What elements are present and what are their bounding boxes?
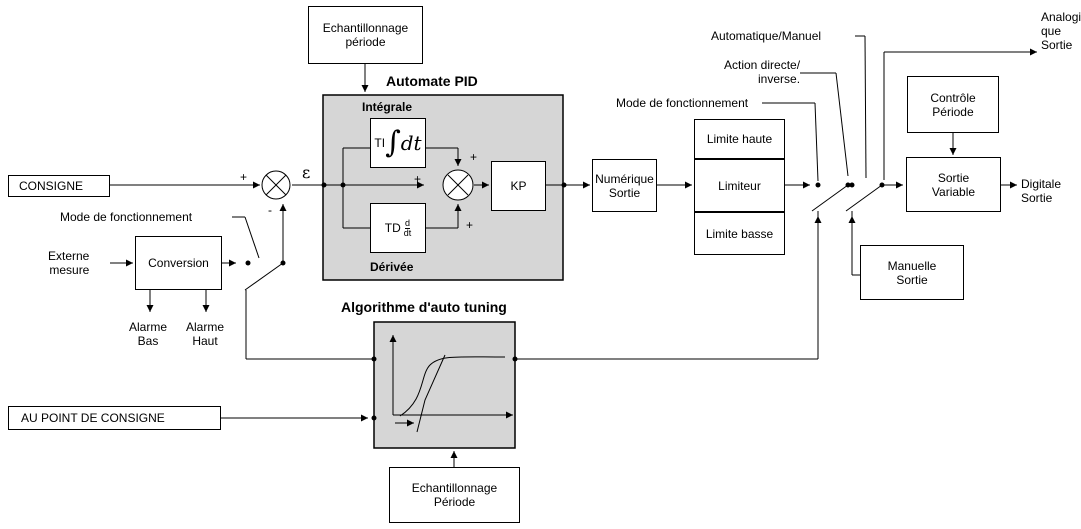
td-label: TD	[384, 221, 401, 235]
externe-mesure-label: Externe mesure	[48, 249, 90, 277]
kp-box: KP	[491, 161, 546, 211]
ti-integral-box: TI∫dt	[370, 118, 426, 168]
autotuning-block	[373, 321, 516, 449]
limiteur-box: Limiteur	[694, 159, 785, 212]
sortie-variable-box: Sortie Variable	[906, 157, 1001, 212]
echantillonnage-periode-bottom-box: Echantillonnage Période	[389, 467, 520, 523]
consigne-box: CONSIGNE	[8, 175, 110, 197]
mode-fonctionnement-right-label: Mode de fonctionnement	[616, 96, 749, 110]
derivee-label: Dérivée	[370, 260, 414, 274]
autotuning-title: Algorithme d'auto tuning	[341, 299, 507, 315]
pid-title: Automate PID	[386, 73, 478, 89]
epsilon-label: ε	[302, 163, 311, 182]
automatique-manuel-label: Automatique/Manuel	[711, 29, 822, 43]
alarme-bas-label: Alarme Bas	[129, 320, 168, 348]
dt-label: dt	[400, 131, 422, 155]
controle-periode-box: Contrôle Période	[907, 76, 999, 133]
mode-fonctionnement-left-label: Mode de fonctionnement	[60, 210, 193, 224]
analogique-sortie-label: Analogi que Sortie	[1041, 10, 1081, 52]
manuelle-sortie-box: Manuelle Sortie	[860, 245, 964, 300]
plus-sign-consigne: +	[240, 170, 248, 184]
integrale-label: Intégrale	[362, 100, 413, 114]
fraction-numerator: d	[404, 217, 410, 229]
au-point-de-consigne-box: AU POINT DE CONSIGNE	[8, 406, 221, 430]
digitale-sortie-label: Digitale Sortie	[1021, 177, 1062, 205]
limite-haute-box: Limite haute	[694, 119, 785, 159]
numerique-sortie-box: Numérique Sortie	[592, 159, 657, 212]
plus-sign-proportional: +	[414, 172, 422, 186]
minus-sign-mesure: -	[268, 203, 272, 217]
derivative-fraction: d dt	[403, 217, 412, 238]
td-derivative-box: TD d dt	[370, 203, 426, 253]
plus-sign-derivative: +	[466, 218, 474, 232]
limite-basse-box: Limite basse	[694, 212, 785, 255]
integral-sign: ∫	[385, 125, 401, 160]
fraction-denominator: dt	[403, 227, 412, 238]
ti-label: TI	[374, 136, 386, 150]
conversion-box: Conversion	[135, 236, 222, 290]
action-directe-inverse-label: Action directe/ inverse.	[724, 58, 801, 86]
plus-sign-integral: +	[470, 150, 478, 164]
alarme-haut-label: Alarme Haut	[186, 320, 225, 348]
echantillonnage-period-box: Echantillonnage période	[308, 6, 423, 64]
